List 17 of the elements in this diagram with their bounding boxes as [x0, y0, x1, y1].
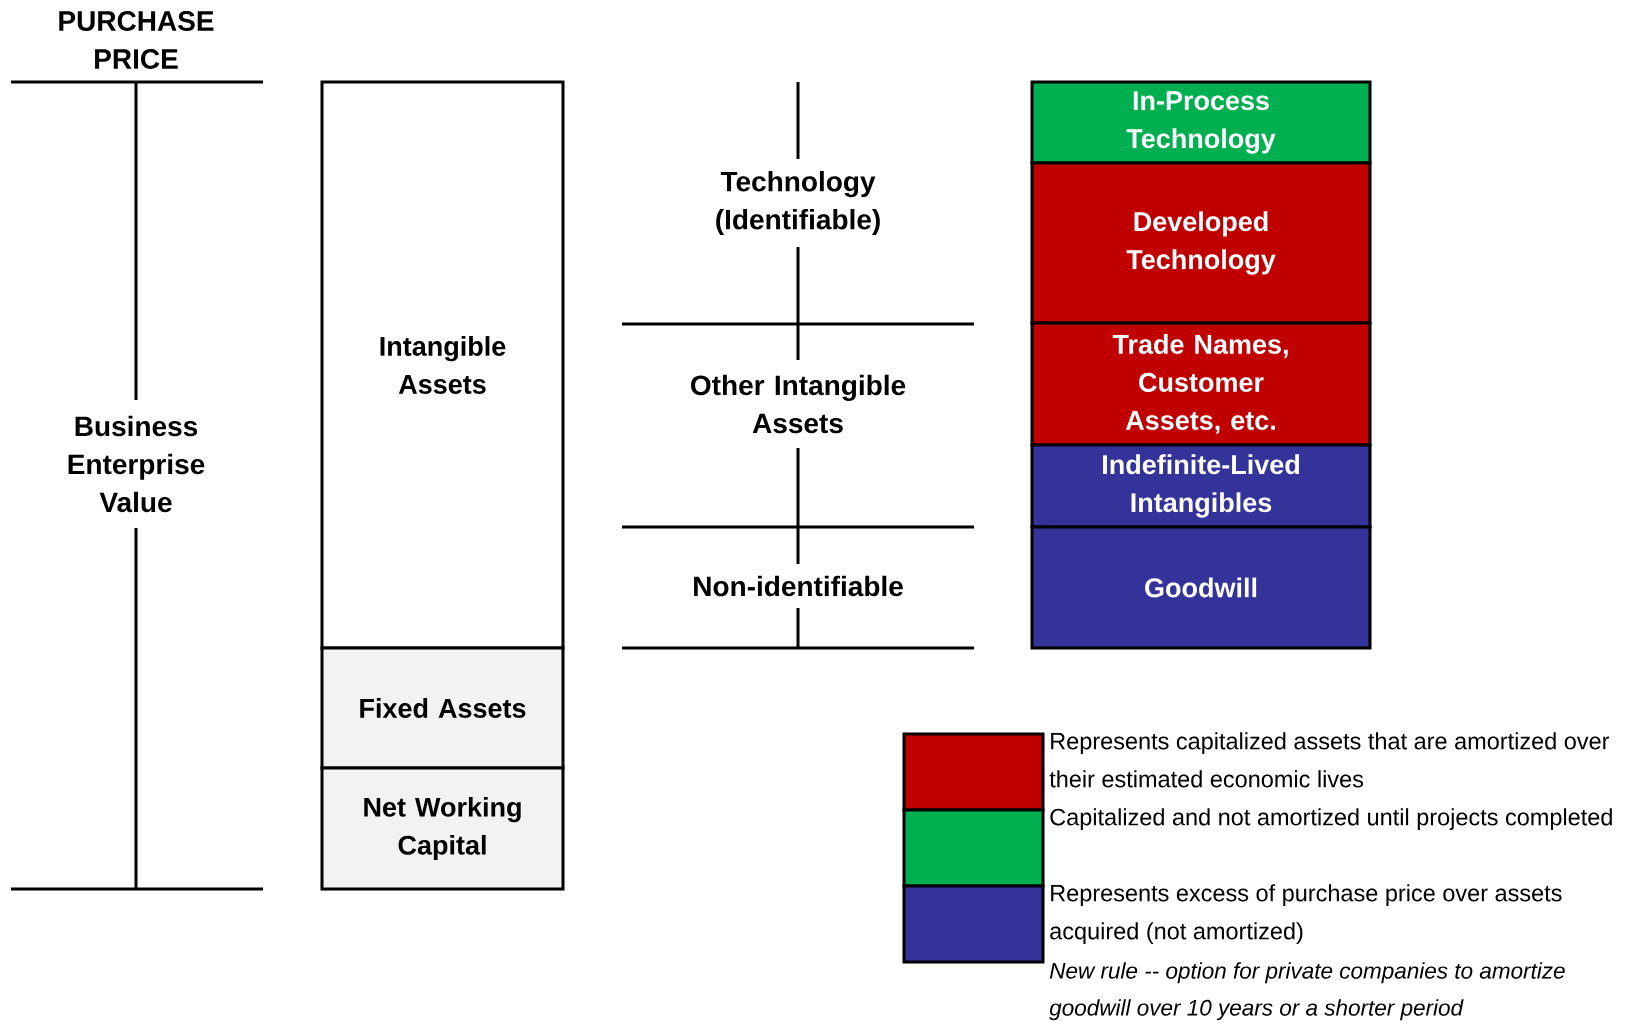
- legend-text: Represents excess of purchase price over assets acquired (not amortized): [1050, 884, 1562, 945]
- asset-box: Intangible Assets: [320, 80, 565, 650]
- legend-text: Represents capitalized assets that are amortized over their estimated economic lives: [1049, 732, 1610, 788]
- bracket-label: Business Enterprise Value: [68, 415, 205, 513]
- title: PURCHASE PRICE: [59, 11, 214, 69]
- category-box: Developed Technology: [1030, 161, 1372, 325]
- note: New rule -- option for private companies to amortize goodwill over 10 years or a shorter period: [1049, 962, 1565, 1021]
- category-box: Indefinite-Lived Intangibles: [1030, 443, 1372, 529]
- asset-box: Fixed Assets: [320, 646, 565, 770]
- legend-text: Capitalized and not amortized until projects completed: [1050, 808, 1612, 831]
- bracket-label: Non-identifiable: [694, 575, 903, 597]
- category-box: Trade Names, Customer Assets, etc.: [1030, 321, 1372, 447]
- bracket-label: Other Intangible Assets: [691, 374, 906, 434]
- category-box: Goodwill: [1030, 525, 1372, 650]
- bracket-label: Technology (Identifiable): [716, 170, 880, 236]
- asset-box: Net Working Capital: [320, 766, 565, 891]
- category-box: In-Process Technology: [1030, 80, 1372, 165]
